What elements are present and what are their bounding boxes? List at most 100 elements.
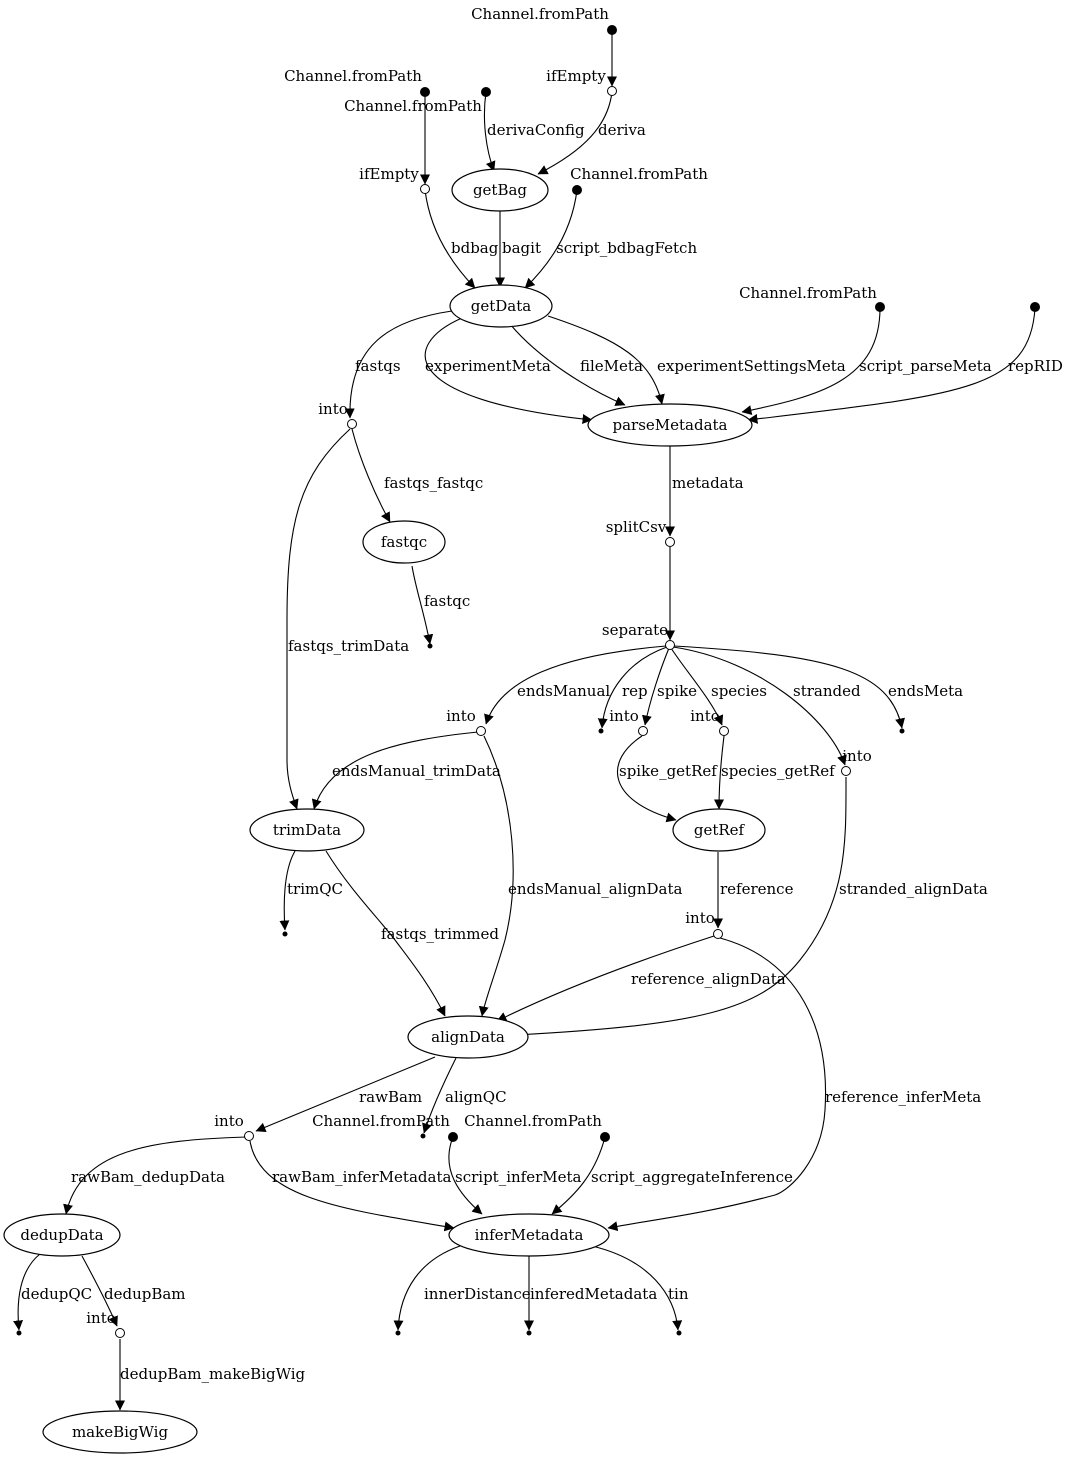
edge-reprid [747,307,1036,424]
process-dedupdata[interactable]: dedupData [3,1213,121,1257]
sink-node [420,1133,426,1139]
operator-node [665,537,675,547]
edge-endsmanual-aligndata [478,735,514,1017]
source-label: Channel.fromPath [312,1112,450,1130]
source-label: Channel.fromPath [739,284,877,302]
edge-label: deriva [598,121,646,139]
svg-text:dedupData: dedupData [20,1226,103,1244]
process-getref[interactable]: getRef [672,808,766,852]
process-getdata[interactable]: getData [449,284,553,328]
svg-text:trimData: trimData [273,821,341,839]
process-trimdata[interactable]: trimData [249,808,365,852]
edge-label: rawBam [359,1088,422,1106]
sink-node [676,1330,682,1336]
edge-label: bdbag [451,239,499,257]
edge-dedupqc [13,1253,41,1331]
edge-script-bdbagfetch [524,189,578,289]
source-label: Channel.fromPath [570,165,708,183]
edge-alignqc [422,1057,457,1134]
source-node [572,185,582,195]
process-makebigwig[interactable]: makeBigWig [42,1410,198,1454]
edge-tin [591,1245,683,1331]
operator-label: into [446,707,476,725]
process-getbag[interactable]: getBag [451,168,549,212]
edge-label: dedupQC [21,1285,92,1303]
operator-node [665,640,675,650]
operator-node [841,766,851,776]
operator-label: into [318,400,348,418]
edge-label: script_bdbagFetch [556,239,697,257]
edge-rep [597,646,668,729]
edge-rawbam-dedupdata [63,1136,247,1215]
source-node [607,25,617,35]
edge-label: experimentSettingsMeta [657,357,846,375]
sink-node [16,1330,22,1336]
edge-label: species_getRef [721,762,836,780]
edge-fastqs-trimdata [286,428,351,810]
edge-innerdistance [393,1245,461,1331]
edge-label: metadata [672,474,744,492]
edge-label: species [711,682,767,700]
edge-label: dedupBam [104,1285,186,1303]
edge-label: spike [657,682,697,700]
edge-label: endsManual [517,682,610,700]
edge-label: reference [720,880,794,898]
edge-label: endsManual_trimData [332,762,501,780]
edge-deriva [537,91,613,175]
edge-label: endsManual_alignData [508,880,682,898]
operator-label: splitCsv [606,518,667,536]
edge-endsmanual-trimdata [311,731,479,810]
operator-node [115,1328,125,1338]
edge-species-getref [714,735,725,810]
source-label: Channel.fromPath [471,5,609,23]
edge-label: stranded [793,682,861,700]
svg-text:getBag: getBag [473,181,527,199]
edge-label: trimQC [287,880,343,898]
edge-experimentmeta [424,317,593,424]
edge-label: fastqs [355,357,401,375]
operator-node [244,1131,254,1141]
operator-node [607,86,617,96]
edge-fastqs-trimmed [325,850,446,1017]
operator-label: into [214,1112,244,1130]
operator-label: separate [602,621,668,639]
svg-text:makeBigWig: makeBigWig [72,1423,169,1441]
edge-species [670,647,724,726]
edge-label: alignQC [445,1088,507,1106]
operator-label: ifEmpty [359,165,419,183]
source-label: Channel.fromPath [464,1112,602,1130]
operator-node [713,929,723,939]
edge-label: tin [668,1285,689,1303]
edge-fastqc-out [411,565,434,645]
edge-stranded-aligndata [515,776,847,1040]
edge-spike-getref [617,735,677,823]
edge-reference-infermeta [607,937,827,1232]
edge-experimentsettingsmeta [547,315,665,405]
edge-label: script_parseMeta [859,357,992,375]
edge-label: script_inferMeta [455,1168,582,1186]
svg-text:alignData: alignData [431,1028,505,1046]
source-node [875,302,885,312]
operator-label: into [86,1309,116,1327]
edge-label: repRID [1008,357,1063,375]
edge-label: fileMeta [580,357,643,375]
edge-script-infermeta [448,1136,483,1215]
process-fastqc[interactable]: fastqc [362,520,446,564]
operator-label: into [609,707,639,725]
edge-dedupbam [81,1255,118,1327]
source-node [420,87,430,97]
sink-node [899,728,905,734]
source-node [481,87,491,97]
svg-text:getRef: getRef [694,821,746,839]
process-infermetadata[interactable]: inferMetadata [448,1213,610,1257]
edge-label: fastqs_trimmed [381,925,499,943]
edge-reference-aligndata [496,935,715,1022]
edge-rawbam-infermetadata [249,1140,455,1232]
process-aligndata[interactable]: alignData [407,1015,529,1059]
source-label: Channel.fromPath [344,97,482,115]
edge-label: reference_alignData [631,970,786,988]
edge-fastqs [344,310,453,419]
process-parsemetadata[interactable]: parseMetadata [587,403,753,447]
sink-node [282,931,288,937]
